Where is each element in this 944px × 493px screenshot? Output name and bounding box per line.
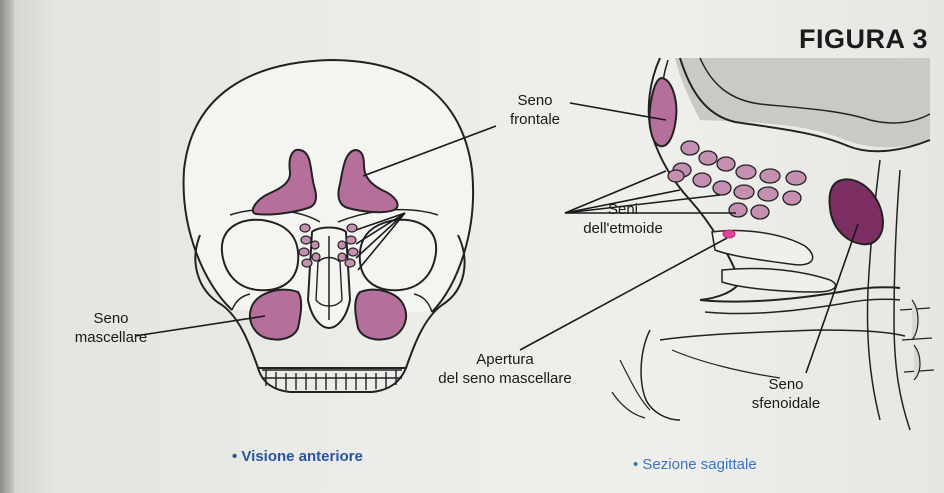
label-seno-frontale: Seno frontale xyxy=(492,91,578,129)
label-apertura-seno-mascellare: Apertura del seno mascellare xyxy=(430,350,580,388)
maxillary-opening-marker xyxy=(723,230,735,238)
frontal-sinus-sagittal xyxy=(649,78,676,146)
label-seni-etmoide: Seni dell'etmoide xyxy=(568,200,678,238)
label-seno-mascellare: Seno mascellare xyxy=(62,309,160,347)
sphenoid-sinus-sagittal xyxy=(830,179,883,244)
caption-visione-anteriore: • Visione anteriore xyxy=(232,448,363,465)
skull-anterior-view xyxy=(184,60,473,392)
label-seno-sfenoidale: Seno sfenoidale xyxy=(737,375,835,413)
ethmoid-cells-sagittal xyxy=(668,141,806,219)
figure-label: FIGURA 3 xyxy=(799,24,928,55)
caption-sezione-sagittale: • Sezione sagittale xyxy=(633,456,757,473)
